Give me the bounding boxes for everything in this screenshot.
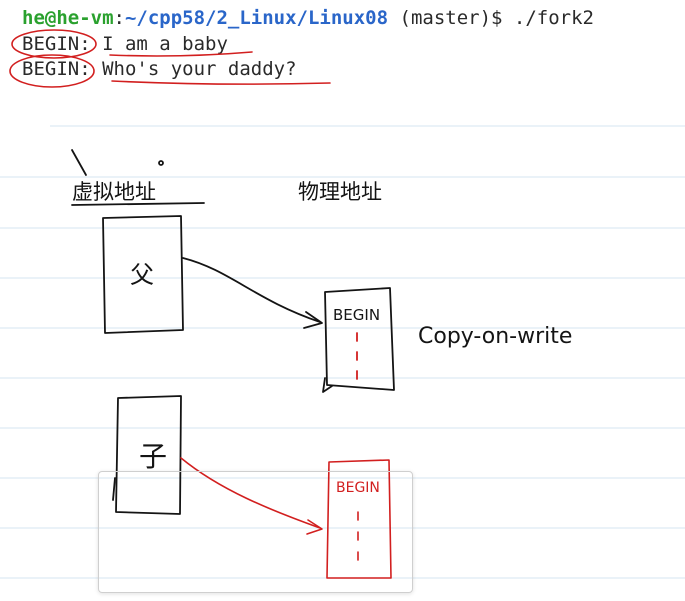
virtual-address-heading: 虚拟地址 <box>71 149 205 206</box>
parent-arrow-head <box>303 311 323 329</box>
prompt-path: ~/cpp58/2_Linux/Linux08 <box>124 7 389 29</box>
terminal-output-line-2: BEGIN: Who's your daddy? <box>22 57 297 81</box>
child-virtual-box: 子 <box>112 395 182 515</box>
output-2-text: Who's your daddy? <box>90 58 297 80</box>
parent-arrow <box>182 257 321 323</box>
prompt-user: he@he-vm <box>22 7 114 29</box>
parent-label: 父 <box>130 261 154 289</box>
output-1-text: I am a baby <box>90 33 228 55</box>
child-arrow-head <box>306 519 323 535</box>
terminal-output: he@he-vm:~/cpp58/2_Linux/Linux08 (master… <box>0 0 685 92</box>
virtual-underline <box>71 202 205 206</box>
red-terminal-annotations <box>9 29 331 88</box>
terminal-command-line: he@he-vm:~/cpp58/2_Linux/Linux08 (master… <box>22 6 594 30</box>
overlay-card <box>98 471 413 593</box>
pen-tick <box>71 149 87 176</box>
prompt-separator: : <box>113 7 125 29</box>
parent-virtual-box: 父 <box>102 215 184 334</box>
child-label: 子 <box>139 440 167 473</box>
underline-line-2 <box>111 80 331 85</box>
circle-begin-1 <box>11 29 97 59</box>
output-1-label: BEGIN: <box>22 33 91 55</box>
prompt-command: (master)$ ./fork2 <box>388 7 594 29</box>
output-2-label: BEGIN: <box>22 58 91 80</box>
child-arrow <box>180 457 321 529</box>
physical-address-label: 物理地址 <box>298 180 382 204</box>
copy-on-write-label: Copy-on-write <box>418 324 572 349</box>
page-text-1: BEGIN <box>333 306 380 324</box>
copied-physical-page: BEGIN <box>326 459 392 579</box>
physical-page: BEGIN <box>322 287 395 393</box>
pen-dot <box>158 160 164 166</box>
circle-begin-2 <box>9 54 95 88</box>
page-text-2: BEGIN <box>336 480 380 496</box>
terminal-output-line-1: BEGIN: I am a baby <box>22 32 228 56</box>
underline-line-1 <box>109 51 253 57</box>
virtual-address-label: 虚拟地址 <box>72 180 156 204</box>
